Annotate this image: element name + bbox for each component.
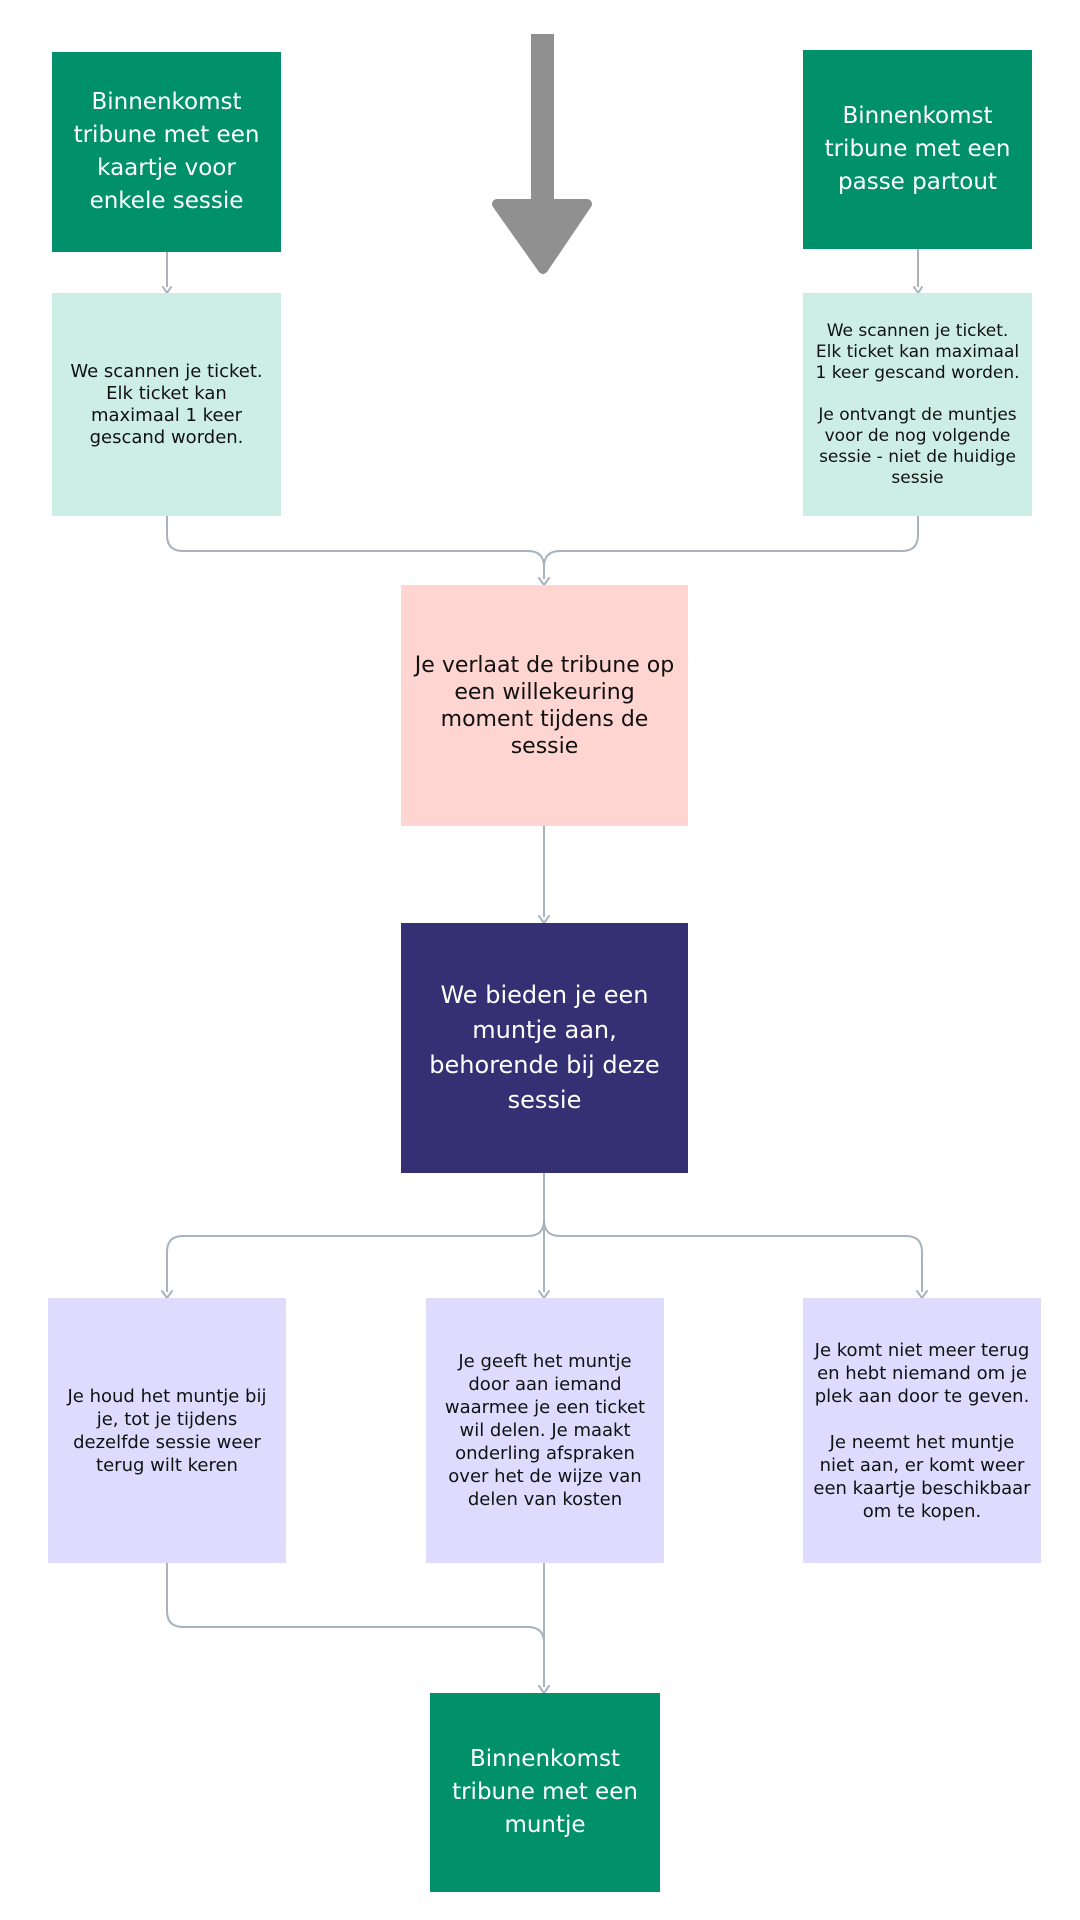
node-entry-single-ticket-label: Binnenkomst tribune met een kaartje voor… (73, 89, 260, 214)
node-entry-passe-partout-label: Binnenkomst tribune met een passe partou… (824, 103, 1011, 195)
node-scan-single-ticket: We scannen je ticket. Elk ticket kan max… (52, 293, 281, 516)
node-offer-coin-label: We bieden je een muntje aan, behorende b… (429, 981, 660, 1114)
node-offer-coin: We bieden je een muntje aan, behorende b… (401, 923, 688, 1173)
edge-offer-to-keep (166, 1173, 545, 1292)
arrowhead-give (538, 1290, 550, 1299)
node-leave-stand: Je verlaat de tribune op een willekeurin… (401, 585, 688, 826)
arrowhead-offer (538, 915, 550, 924)
node-entry-with-coin: Binnenkomst tribune met een muntje (430, 1693, 660, 1892)
node-give-coin-label: Je geeft het muntje door aan iemand waar… (444, 1351, 646, 1510)
edge-scan-pass-to-leave (543, 516, 919, 579)
node-scan-single-ticket-label: We scannen je ticket. Elk ticket kan max… (70, 360, 263, 448)
edge-keep-to-entry-coin (166, 1563, 545, 1687)
node-decline-coin-label: Je komt niet meer terug en hebt niemand … (813, 1339, 1031, 1522)
edge-scan-single-to-leave (166, 516, 545, 579)
big-arrow-head (492, 199, 592, 274)
big-arrow-shaft (531, 34, 554, 204)
edge-offer-to-decline (543, 1219, 923, 1292)
node-entry-single-ticket: Binnenkomst tribune met een kaartje voor… (52, 52, 281, 252)
arrowhead-keep (161, 1290, 173, 1299)
node-keep-coin-label: Je houd het muntje bij je, tot je tijden… (67, 1385, 267, 1476)
arrowhead-entry-coin (538, 1685, 550, 1694)
node-leave-stand-label: Je verlaat de tribune op een willekeurin… (414, 652, 675, 759)
node-entry-passe-partout: Binnenkomst tribune met een passe partou… (803, 50, 1032, 249)
arrowhead-leave (538, 577, 550, 586)
node-scan-passe-partout-label: We scannen je ticket. Elk ticket kan max… (815, 320, 1020, 488)
node-scan-passe-partout: We scannen je ticket. Elk ticket kan max… (803, 293, 1032, 516)
node-entry-with-coin-label: Binnenkomst tribune met een muntje (452, 1746, 638, 1838)
arrow-down-icon (492, 34, 592, 274)
arrowhead-decline (916, 1290, 928, 1299)
node-keep-coin: Je houd het muntje bij je, tot je tijden… (48, 1298, 286, 1563)
node-decline-coin: Je komt niet meer terug en hebt niemand … (803, 1298, 1041, 1563)
node-give-coin: Je geeft het muntje door aan iemand waar… (426, 1298, 664, 1563)
